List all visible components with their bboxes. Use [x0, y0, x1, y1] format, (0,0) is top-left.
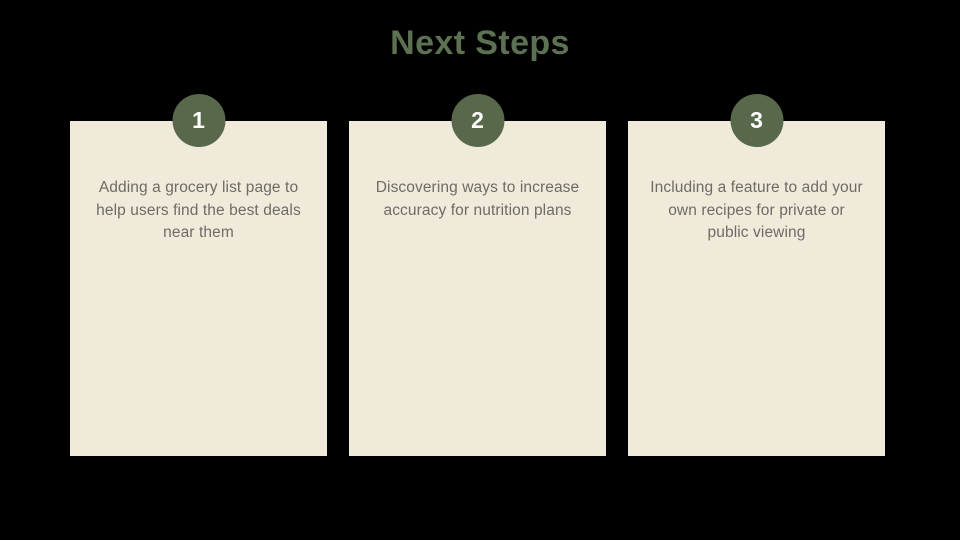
step-number-badge-1: 1 — [172, 94, 225, 147]
step-number-badge-2: 2 — [451, 94, 504, 147]
next-step-card-2[interactable]: 2 Discovering ways to increase accuracy … — [349, 94, 606, 456]
step-number-label: 3 — [750, 107, 763, 133]
step-description-3: Including a feature to add your own reci… — [650, 179, 863, 241]
step-number-label: 2 — [471, 107, 484, 133]
next-steps-card-row: 1 Adding a grocery list page to help use… — [70, 94, 885, 456]
next-step-card-1[interactable]: 1 Adding a grocery list page to help use… — [70, 94, 327, 456]
step-number-label: 1 — [192, 107, 205, 133]
step-number-badge-3: 3 — [730, 94, 783, 147]
page-title: Next Steps — [390, 24, 570, 62]
next-step-card-3[interactable]: 3 Including a feature to add your own re… — [628, 94, 885, 456]
step-description-2: Discovering ways to increase accuracy fo… — [375, 179, 580, 219]
step-description-1: Adding a grocery list page to help users… — [96, 179, 301, 241]
